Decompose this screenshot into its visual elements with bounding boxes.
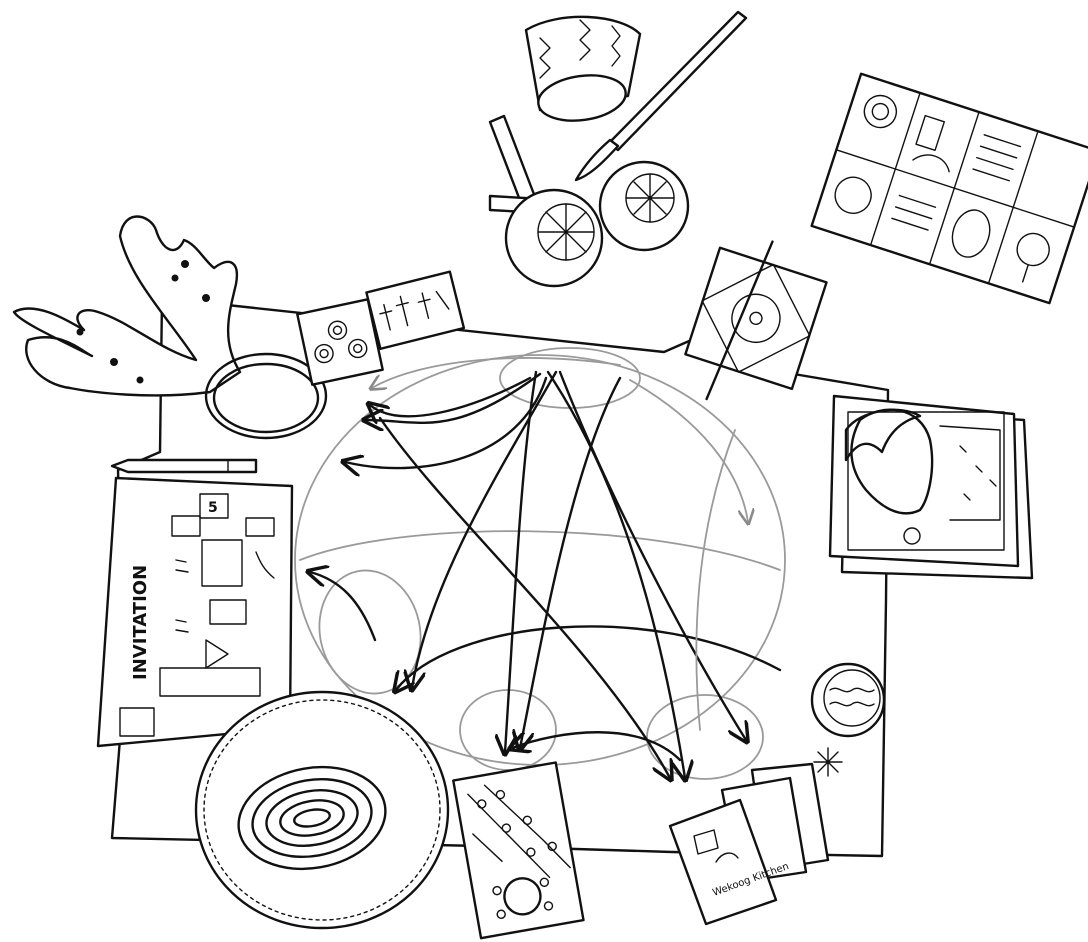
pencil: [112, 460, 256, 472]
woven-cylinder: [526, 17, 640, 126]
round-tin: [812, 664, 884, 736]
antler-headband: [14, 217, 326, 439]
framed-disc: [674, 227, 834, 424]
woven-basket: [196, 692, 448, 928]
figures-card: [366, 272, 463, 349]
guide-sheet-title: INVITATION: [130, 565, 151, 680]
beaded-cloth: [453, 763, 583, 939]
folded-brochure: [812, 74, 1088, 303]
card-stack: Wekoog Kitchen: [670, 764, 828, 924]
guide-sheet-page-number: 5: [208, 500, 218, 516]
network-sphere-equator: [300, 531, 780, 570]
small-star-doodle: [814, 748, 842, 776]
rattle-fruits: [490, 116, 688, 286]
portrait-cards: [830, 396, 1032, 578]
spiral-card: [297, 299, 382, 384]
